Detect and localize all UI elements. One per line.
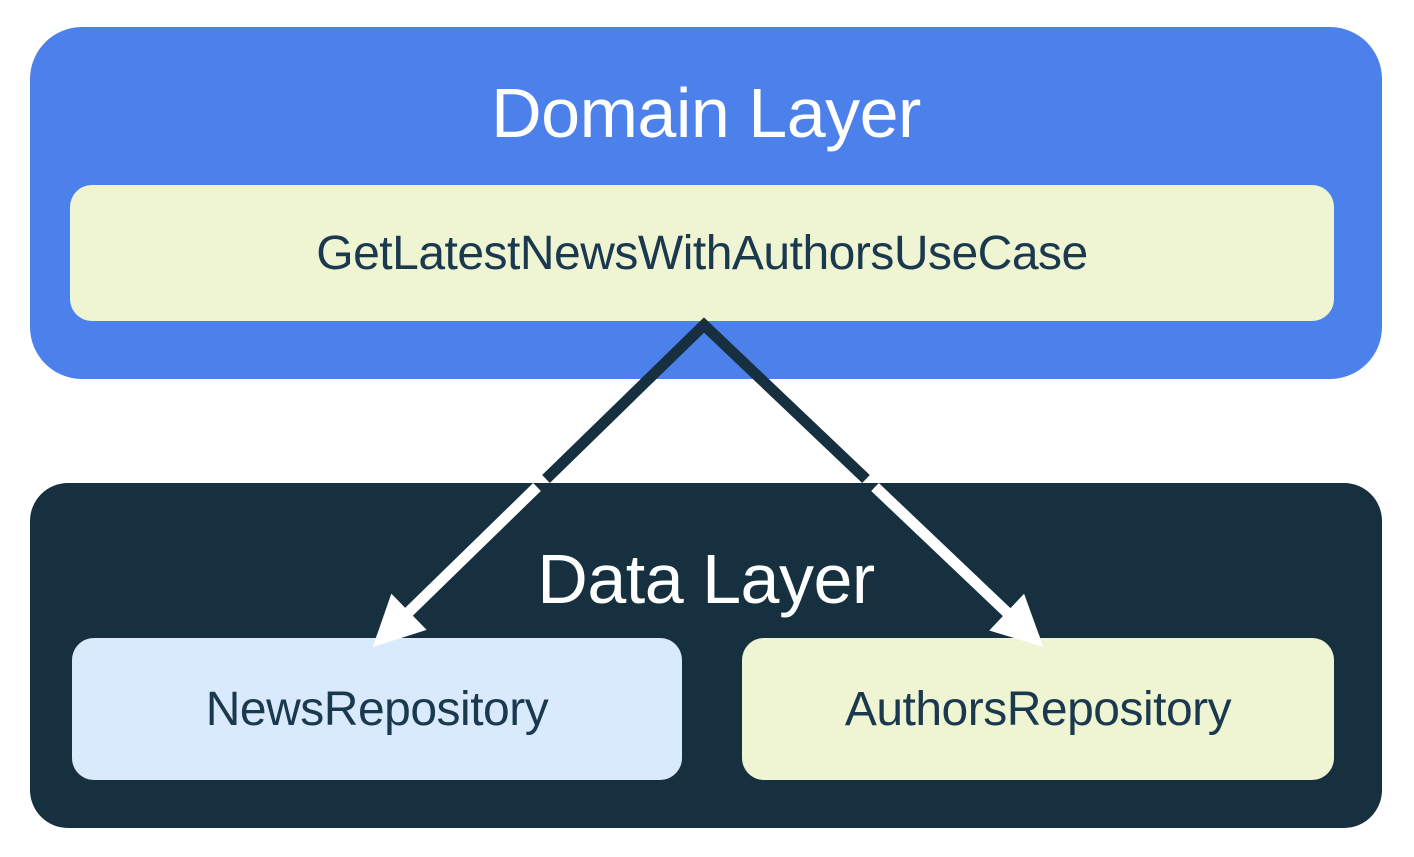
authors-repository-label: AuthorsRepository — [844, 682, 1232, 736]
domain-layer-title: Domain Layer — [491, 74, 921, 152]
use-case-node: GetLatestNewsWithAuthorsUseCase — [70, 185, 1334, 321]
news-repository-node: NewsRepository — [72, 638, 682, 780]
domain-layer-box: Domain Layer GetLatestNewsWithAuthorsUse… — [30, 27, 1382, 379]
data-layer-box: Data Layer NewsRepository AuthorsReposit… — [30, 483, 1382, 828]
news-repository-label: NewsRepository — [205, 682, 549, 736]
use-case-label: GetLatestNewsWithAuthorsUseCase — [316, 226, 1088, 280]
data-layer-title: Data Layer — [537, 540, 875, 618]
authors-repository-node: AuthorsRepository — [742, 638, 1334, 780]
